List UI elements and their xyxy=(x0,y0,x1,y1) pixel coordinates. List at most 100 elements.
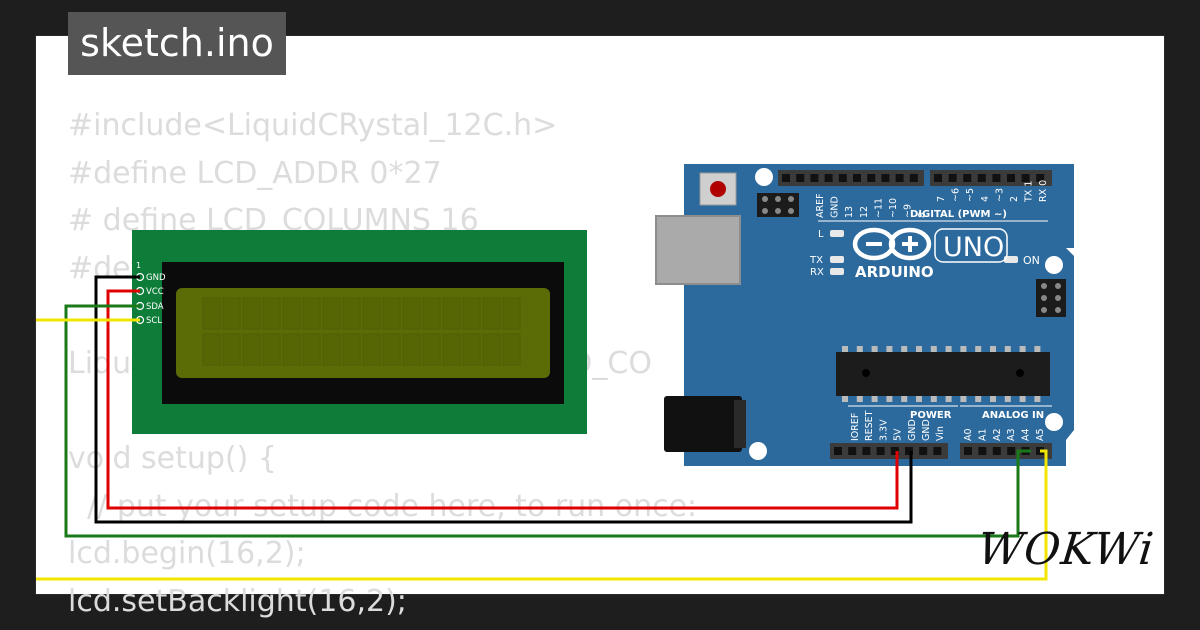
wires xyxy=(36,275,1048,581)
lcd-char-cell xyxy=(222,297,241,330)
header-socket[interactable] xyxy=(948,174,957,182)
lcd-char-cell xyxy=(302,333,321,366)
header-socket[interactable] xyxy=(963,174,972,182)
file-tab[interactable]: sketch.ino xyxy=(68,12,286,75)
icsp-pin xyxy=(1055,307,1061,313)
led-on-body xyxy=(1004,256,1018,263)
chip-leg xyxy=(1034,396,1041,402)
reset-button[interactable] xyxy=(699,172,737,206)
digital-header-left[interactable] xyxy=(778,170,924,186)
pin-label: 3.3V xyxy=(878,419,889,441)
header-socket[interactable] xyxy=(933,447,942,455)
header-socket[interactable] xyxy=(796,174,805,182)
chip-leg xyxy=(1004,346,1011,352)
chip-leg xyxy=(945,396,952,402)
header-body xyxy=(930,170,1052,186)
lcd-char-cell xyxy=(202,333,221,366)
header-socket[interactable] xyxy=(919,447,928,455)
header-socket[interactable] xyxy=(782,174,790,182)
mounting-hole xyxy=(755,168,773,186)
chip-leg xyxy=(1019,346,1026,352)
code-line: // put your setup code here, to run once… xyxy=(68,488,698,524)
header-socket[interactable] xyxy=(905,447,913,455)
pin-label: ~3 xyxy=(994,188,1005,202)
led-l-body xyxy=(830,230,844,237)
lcd-char-cell xyxy=(362,297,381,330)
lcd-char-cell xyxy=(502,333,521,366)
pin-label: AREF xyxy=(815,193,826,218)
icsp-pin xyxy=(775,208,781,214)
header-socket[interactable] xyxy=(810,174,819,182)
lcd-module[interactable]: 1 GND VCC SDA SCL xyxy=(132,230,587,434)
model-label: UNO xyxy=(943,232,1004,263)
pin-label: 12 xyxy=(859,206,870,218)
header-socket[interactable] xyxy=(876,447,885,455)
chip-leg xyxy=(842,396,848,402)
led-on: ON xyxy=(1004,254,1040,267)
header-socket[interactable] xyxy=(838,174,847,182)
led-rx: RX xyxy=(810,267,844,278)
header-socket[interactable] xyxy=(890,447,899,455)
icsp-pin xyxy=(1041,295,1047,301)
header-socket[interactable] xyxy=(934,174,942,182)
led-label-tx: TX xyxy=(809,255,823,266)
chip-leg xyxy=(871,346,878,352)
code-line: #define LCD_ADDR 0*27 xyxy=(68,155,442,191)
lcd-char-cell xyxy=(242,297,261,330)
header-socket[interactable] xyxy=(867,174,876,182)
led-label-l: L xyxy=(818,229,824,240)
power-header-label: POWER xyxy=(910,410,952,421)
header-socket[interactable] xyxy=(848,447,857,455)
lcd-char-cell xyxy=(222,333,241,366)
header-socket[interactable] xyxy=(992,174,1001,182)
pin-label: A1 xyxy=(977,428,988,441)
header-socket[interactable] xyxy=(824,174,833,182)
header-socket[interactable] xyxy=(977,174,986,182)
header-socket[interactable] xyxy=(1021,174,1030,182)
chip-leg xyxy=(856,346,863,352)
lcd-char-cell xyxy=(382,333,401,366)
pin-label: RX 0 xyxy=(1038,180,1049,202)
header-socket[interactable] xyxy=(1036,174,1045,182)
header-socket[interactable] xyxy=(909,174,918,182)
power-jack-ring xyxy=(734,400,746,448)
lcd-pin-label-gnd: GND xyxy=(146,273,166,283)
header-socket[interactable] xyxy=(978,447,987,455)
pin-label: ~10 xyxy=(888,198,899,218)
header-socket[interactable] xyxy=(1007,447,1016,455)
pin-label: GND xyxy=(921,419,932,441)
code-line: void setup() { xyxy=(68,441,277,477)
lcd-character-grid xyxy=(202,297,521,366)
code-line: #def xyxy=(68,250,142,286)
analog-header[interactable] xyxy=(960,443,1052,459)
header-socket[interactable] xyxy=(1007,174,1015,182)
arduino-infinity-logo xyxy=(852,227,932,261)
code-line: #include<LiquidCRystal_12C.h> xyxy=(68,108,558,143)
wire-gnd[interactable] xyxy=(94,275,913,524)
header-socket[interactable] xyxy=(964,447,972,455)
digital-header-right[interactable] xyxy=(930,170,1052,186)
header-socket[interactable] xyxy=(895,174,904,182)
icsp-header-right xyxy=(1036,279,1066,317)
pin-label: 2 xyxy=(1009,196,1020,202)
wire-scl-return[interactable] xyxy=(36,449,1048,581)
pin-label: 4 xyxy=(980,196,991,202)
header-socket[interactable] xyxy=(992,447,1001,455)
header-socket[interactable] xyxy=(862,447,871,455)
chip-leg xyxy=(960,396,967,402)
wire-vcc[interactable] xyxy=(106,289,899,510)
header-socket[interactable] xyxy=(834,447,842,455)
header-socket[interactable] xyxy=(881,174,890,182)
chip-leg xyxy=(886,396,893,402)
lcd-char-cell xyxy=(422,333,441,366)
mounting-hole xyxy=(749,442,767,460)
header-socket[interactable] xyxy=(853,174,861,182)
led-label-on: ON xyxy=(1023,254,1040,267)
wire-sda[interactable] xyxy=(64,304,1031,538)
lcd-char-cell xyxy=(462,333,481,366)
wokwi-logo: WOKWi xyxy=(975,524,1157,575)
power-header[interactable] xyxy=(830,443,948,459)
pin-label: A5 xyxy=(1035,428,1046,441)
